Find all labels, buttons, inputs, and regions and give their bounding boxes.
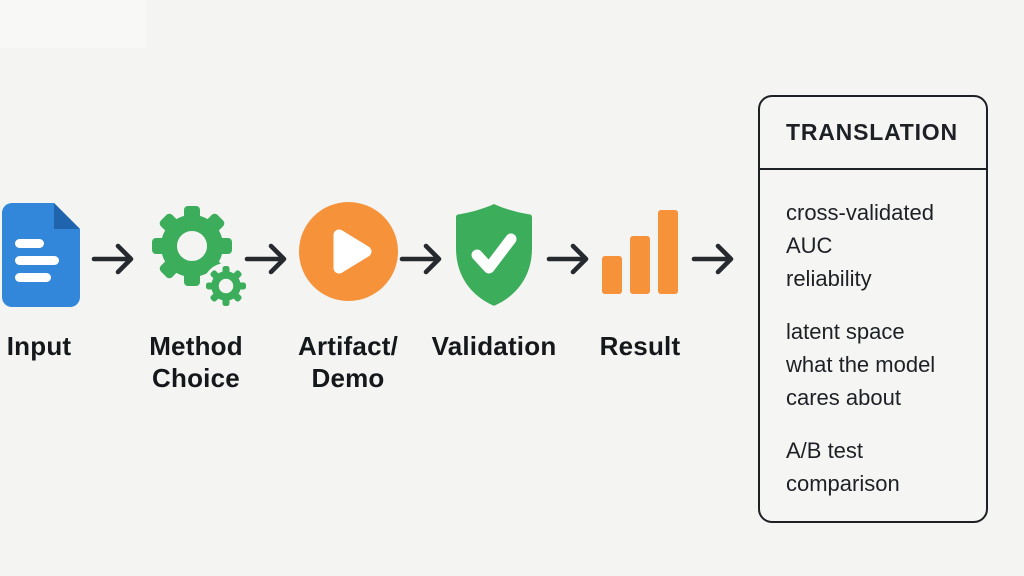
step-label-line: Input [6,331,72,361]
background-patch [0,0,146,48]
step-label-validation: Validation [414,330,574,362]
translation-line: comparison [786,471,900,496]
bar-chart-icon [602,210,678,294]
document-icon [2,203,80,307]
translation-group: A/B test comparison [786,434,968,500]
step-label-method-choice: Method Choice [126,330,266,394]
flow-arrow [244,243,287,275]
step-label-artifact-demo: Artifact/ Demo [278,330,418,394]
translation-line: what the model [786,352,936,377]
step-label-line: Method [149,331,243,361]
gears-icon [152,206,249,309]
step-label-line: Choice [152,363,240,393]
translation-line: AUC [786,233,833,258]
translation-panel-title: TRANSLATION [760,97,986,170]
translation-group: latent space what the model cares about [786,315,968,414]
translation-line: cross-validated [786,200,934,225]
flow-arrow [546,243,589,275]
translation-line: A/B test [786,438,864,463]
translation-line: reliability [786,266,872,291]
translation-group: cross-validated AUC reliability [786,196,968,295]
shield-check-icon [456,204,532,306]
translation-panel-body: cross-validated AUC reliability latent s… [760,170,986,500]
translation-panel: TRANSLATION cross-validated AUC reliabil… [758,95,988,523]
flow-arrow [691,243,734,275]
flow-arrow [399,243,442,275]
step-label-line: Validation [431,331,557,361]
step-label-line: Demo [311,363,385,393]
step-label-line: Result [599,331,681,361]
step-label-line: Artifact/ [297,331,399,361]
step-label-input: Input [0,330,78,362]
step-label-result: Result [580,330,700,362]
flow-arrow [91,243,134,275]
translation-line: latent space [786,319,905,344]
play-icon [299,202,398,301]
translation-line: cares about [786,385,901,410]
